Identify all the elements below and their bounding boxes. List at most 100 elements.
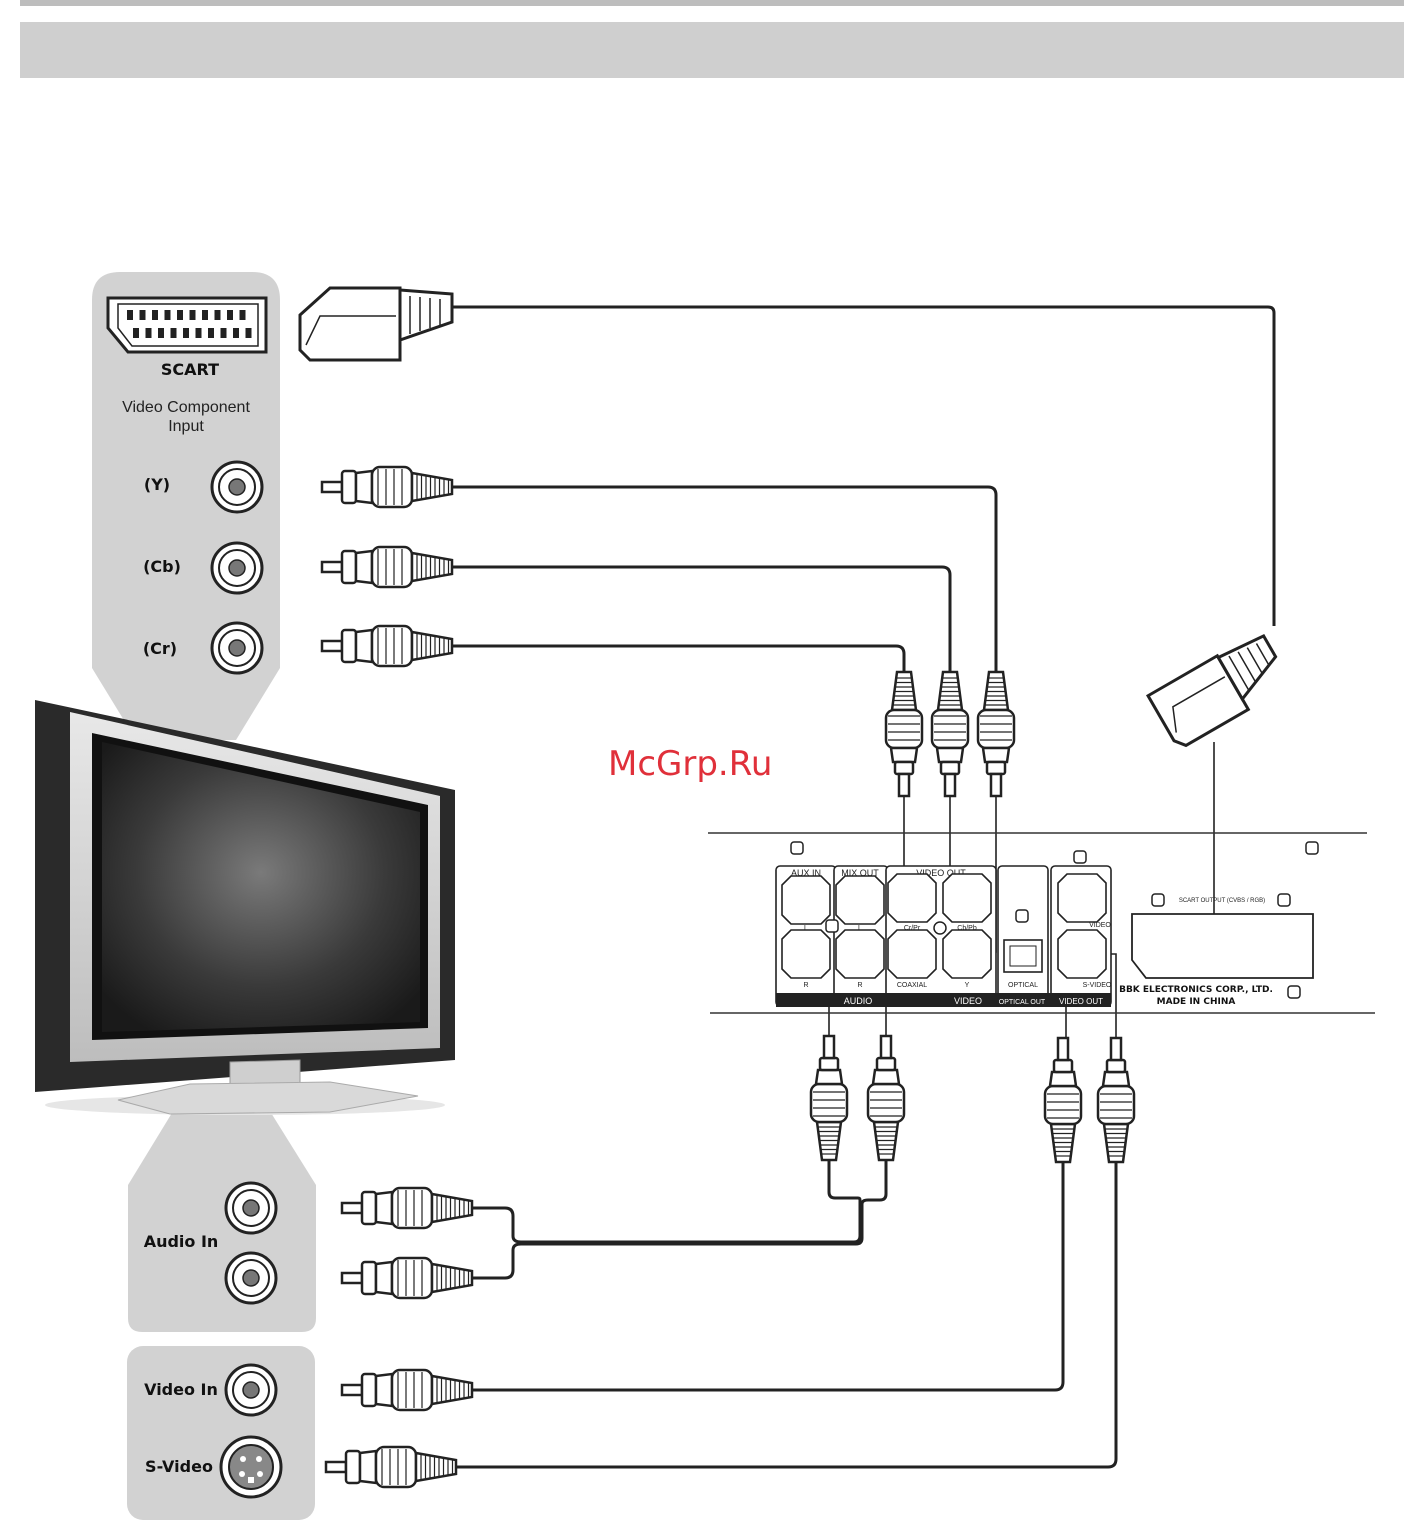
- scart-pin: [233, 328, 239, 338]
- scart-pin: [170, 328, 177, 338]
- scart-pin: [208, 328, 214, 338]
- cb-jack-icon: [210, 541, 264, 595]
- cr-plug-player-icon: [884, 670, 924, 798]
- scart-pin: [227, 310, 233, 320]
- scart-plug-left-icon: [298, 286, 454, 362]
- aux-l-label: L: [804, 925, 808, 932]
- tv-set-icon: [35, 700, 455, 1115]
- cb-cable: [452, 565, 952, 676]
- component-title-line2: Input: [168, 418, 204, 435]
- label-bar: [776, 993, 1111, 1007]
- scart-pin: [183, 328, 189, 338]
- player-side-plugs: [809, 670, 1136, 1164]
- scart-pin: [245, 328, 252, 338]
- scart-pin: [139, 310, 146, 320]
- player-rear-panel: AUDIO VIDEO OPTICAL OUT VIDEO OUT AUX IN…: [708, 832, 1375, 1014]
- scart-output-socket: [1131, 913, 1314, 979]
- cables: [452, 305, 1276, 1469]
- aux-in-l-jack: [781, 875, 831, 925]
- svideo-plug-icon: [324, 1445, 458, 1489]
- tv-video-input-panel: Video In S-Video: [127, 1346, 315, 1520]
- video-in-jack-icon: [224, 1363, 278, 1417]
- scart-pin: [133, 328, 139, 338]
- top-rule: [20, 0, 1404, 6]
- scart-pin: [202, 310, 208, 320]
- bar-video-out-label: VIDEO OUT: [1059, 997, 1103, 1006]
- maker-line2: MADE IN CHINA: [1157, 997, 1236, 1007]
- y-plug-left-icon: [320, 465, 454, 509]
- scart-pin: [189, 310, 196, 320]
- scart-label: SCART: [161, 360, 219, 379]
- optical-label: OPTICAL: [1008, 982, 1038, 989]
- cr-label: (Cr): [143, 639, 177, 658]
- mix-out-label: MIX OUT: [841, 868, 879, 878]
- cr-pr-label: Cr/Pr: [904, 925, 921, 932]
- audio-cable-right: [472, 1160, 888, 1280]
- scart-plug-right-icon: [1145, 633, 1278, 748]
- scart-pin: [152, 310, 158, 320]
- svideo-cable: [456, 1162, 1118, 1469]
- coaxial-out-jack: [887, 929, 937, 979]
- svideo-jack-icon: [219, 1435, 283, 1499]
- y-label: (Y): [144, 475, 170, 494]
- video-out-jack: [1057, 873, 1107, 923]
- scart-pin: [158, 328, 164, 338]
- scart-pin: [195, 328, 202, 338]
- cb-label: (Cb): [143, 557, 181, 576]
- video-plug-icon: [340, 1368, 474, 1412]
- mix-out-r-jack: [835, 929, 885, 979]
- scart-pin: [239, 310, 246, 320]
- scart-pin: [164, 310, 171, 320]
- watermark: McGrp.Ru: [608, 744, 772, 784]
- mix-r-label: R: [857, 982, 862, 989]
- video-in-label: Video In: [144, 1380, 218, 1399]
- scart-socket-icon: [106, 296, 268, 354]
- cr-plug-left-icon: [320, 624, 454, 668]
- s-video-label: S-VIDEO: [1083, 982, 1112, 989]
- player-jacks: [781, 873, 1107, 979]
- scart-pin: [127, 310, 133, 320]
- cb-plug-left-icon: [320, 545, 454, 589]
- cr-jack-icon: [210, 621, 264, 675]
- svideo-plug-player-icon: [1096, 1036, 1136, 1164]
- svideo-label: S-Video: [145, 1457, 213, 1476]
- tv-audio-input-panel: Audio In: [128, 1108, 316, 1332]
- aux-in-r-jack: [781, 929, 831, 979]
- s-video-out-jack: [1057, 929, 1107, 979]
- aux-r-label: R: [803, 982, 808, 989]
- bar-optical-out-label: OPTICAL OUT: [999, 999, 1046, 1006]
- audio-in-label: Audio In: [144, 1232, 219, 1251]
- video-cable: [472, 1162, 1065, 1392]
- y-out-label: Y: [965, 982, 970, 989]
- scart-pin: [220, 328, 227, 338]
- cb-plug-player-icon: [930, 670, 970, 798]
- y-cable: [452, 485, 998, 676]
- audio-l-plug-player-icon: [809, 1034, 849, 1162]
- audio-left-plug-icon: [340, 1186, 474, 1230]
- y-out-jack: [942, 929, 992, 979]
- cb-pb-out-jack: [942, 873, 992, 923]
- audio-right-plug-icon: [340, 1256, 474, 1300]
- maker-line1: BBK ELECTRONICS CORP., LTD.: [1119, 985, 1273, 995]
- audio-cable-left: [472, 1160, 862, 1244]
- video-out-top-label: VIDEO OUT: [916, 868, 966, 878]
- video-label: VIDEO: [1089, 922, 1111, 929]
- scart-pin: [145, 328, 152, 338]
- tv-side-plugs: [320, 465, 474, 1489]
- header-bar: [20, 22, 1404, 78]
- scart-cable: [452, 305, 1276, 626]
- audio-left-jack-icon: [224, 1181, 278, 1235]
- video-plug-player-icon: [1043, 1036, 1083, 1164]
- scart-output-label: SCART OUTPUT (CVBS / RGB): [1179, 898, 1265, 904]
- cr-pr-out-jack: [887, 873, 937, 923]
- scart-pin: [214, 310, 221, 320]
- bar-video-label: VIDEO: [954, 996, 982, 1006]
- audio-r-plug-player-icon: [866, 1034, 906, 1162]
- aux-in-label: AUX IN: [791, 868, 821, 878]
- component-title-line1: Video Component: [122, 399, 250, 416]
- coaxial-label: COAXIAL: [897, 982, 927, 989]
- cb-pb-label: Cb/Pb: [957, 925, 977, 932]
- bar-audio-label: AUDIO: [844, 996, 873, 1006]
- y-plug-player-icon: [976, 670, 1016, 798]
